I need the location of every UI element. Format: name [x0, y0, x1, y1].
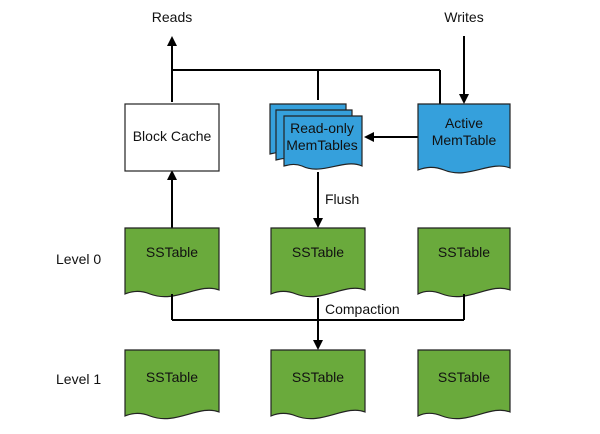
level1-sstable-2: SSTable [270, 349, 366, 420]
compaction-label: Compaction [325, 301, 400, 317]
level0-sstable-1: SSTable [124, 227, 220, 298]
active-label-line1: Active [445, 115, 483, 131]
sstable-label: SSTable [146, 244, 198, 260]
readonly-label-line2: MemTables [286, 137, 358, 153]
block-cache-label: Block Cache [133, 128, 212, 144]
level1-label: Level 1 [56, 371, 101, 387]
level1-sstable-1: SSTable [124, 349, 220, 420]
readonly-label-line1: Read-only [290, 120, 354, 136]
active-label-line2: MemTable [432, 132, 497, 148]
level1-sstable-3: SSTable [417, 349, 511, 420]
sstable-label: SSTable [292, 369, 344, 385]
block-cache-box: Block Cache [124, 103, 220, 172]
compaction-connectors [171, 294, 465, 350]
reads-label: Reads [152, 9, 192, 25]
level0-sstable-3: SSTable [417, 227, 511, 298]
sstable-label: SSTable [438, 244, 490, 260]
writes-label: Writes [444, 9, 483, 25]
flush-label: Flush [325, 191, 359, 207]
sstable-label: SSTable [292, 244, 344, 260]
connectors-top [167, 36, 469, 228]
sstable-label: SSTable [146, 369, 198, 385]
level0-label: Level 0 [56, 251, 101, 267]
active-memtable: Active MemTable [417, 103, 511, 174]
level0-sstable-2: SSTable [270, 227, 366, 298]
sstable-label: SSTable [438, 369, 490, 385]
readonly-memtables: Read-only MemTables [269, 103, 363, 170]
